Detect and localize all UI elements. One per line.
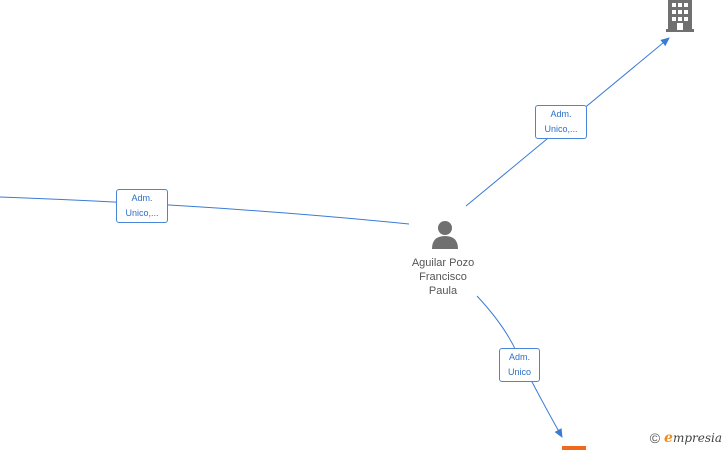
- edge-label-bottom[interactable]: Adm. Unico: [499, 348, 540, 382]
- person-name-line1: Aguilar Pozo: [411, 257, 475, 269]
- company-marker-icon[interactable]: [562, 446, 586, 450]
- edge-label-left[interactable]: Adm. Unico,...: [116, 189, 168, 223]
- building-icon[interactable]: [666, 0, 694, 32]
- brand-initial: e: [664, 430, 673, 446]
- edge-label-top-right-line2: Unico,...: [544, 124, 578, 134]
- person-icon[interactable]: [432, 221, 458, 249]
- edge-label-bottom-line2: Unico: [507, 367, 531, 377]
- brand-rest: mpresia: [672, 431, 722, 445]
- edge-label-top-right-line1: Adm.: [550, 109, 572, 119]
- edge-label-left-line2: Unico,...: [125, 208, 159, 218]
- person-name-line3: Paula: [428, 285, 458, 297]
- copyright-icon: ©: [649, 430, 661, 446]
- edge-label-bottom-line1: Adm.: [508, 352, 530, 362]
- edge-label-left-line1: Adm.: [131, 193, 153, 203]
- person-name[interactable]: Aguilar Pozo Francisco Paula: [398, 256, 488, 298]
- edge-label-top-right[interactable]: Adm. Unico,...: [535, 105, 587, 139]
- person-name-line2: Francisco: [419, 271, 467, 283]
- edge-left: [0, 196, 410, 225]
- watermark: © empresia: [650, 430, 722, 446]
- brand-logo: empresia: [664, 430, 722, 446]
